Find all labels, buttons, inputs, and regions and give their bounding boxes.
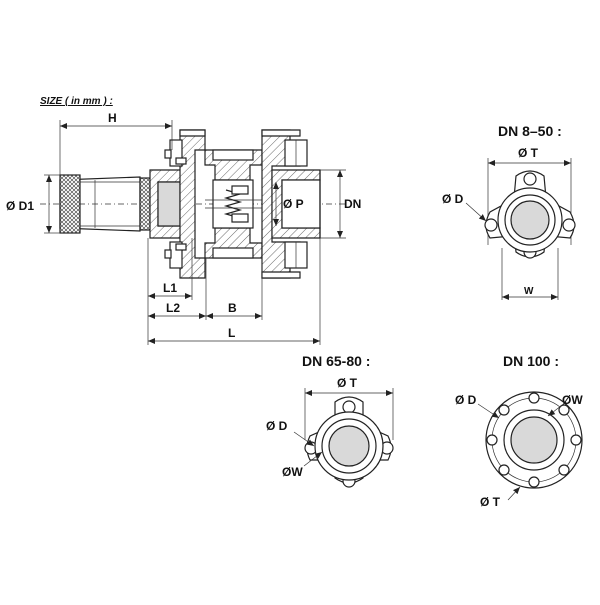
bolt-hole <box>342 400 356 414</box>
label-l: L <box>228 326 235 340</box>
label-d: Ø D <box>455 393 477 407</box>
bolt-hole <box>498 404 510 416</box>
bolt-head <box>175 157 187 165</box>
section-view: H Ø D1 Ø P DN L1 <box>6 111 361 345</box>
view-dn-100: DN 100 : Ø D ØW Ø T <box>455 353 583 509</box>
body-bore <box>328 425 370 467</box>
label-t: Ø T <box>518 146 539 160</box>
label-l1: L1 <box>163 281 177 295</box>
valve-body <box>204 149 263 259</box>
label-b: B <box>228 301 237 315</box>
view-dn-8-50: DN 8–50 : Ø T Ø D W <box>442 123 576 300</box>
label-d: Ø D <box>266 419 288 433</box>
view-dn-65-80: DN 65-80 : Ø T Ø D ØW <box>266 353 394 488</box>
bolt-hole <box>562 218 576 232</box>
label-w: ØW <box>282 465 303 479</box>
bolt-head <box>175 243 187 251</box>
bolt-hole <box>558 404 570 416</box>
label-d: Ø D <box>442 192 464 206</box>
dim-d1: Ø D1 <box>6 174 60 234</box>
body-bore <box>510 416 558 464</box>
label-t: Ø T <box>480 495 501 509</box>
bolt-hole <box>528 392 540 404</box>
view-title: DN 100 : <box>503 353 559 369</box>
right-socket <box>271 169 321 239</box>
bolt-hole <box>558 464 570 476</box>
dim-dn: DN <box>320 169 361 239</box>
bolt-hole <box>484 218 498 232</box>
label-w: ØW <box>562 393 583 407</box>
view-title: DN 8–50 : <box>498 123 562 139</box>
bolt-hole <box>498 464 510 476</box>
label-l2: L2 <box>166 301 180 315</box>
body-bore <box>510 200 550 240</box>
label-dn: DN <box>344 197 361 211</box>
dim-p: Ø P <box>273 182 304 226</box>
view-title: DN 65-80 : <box>302 353 370 369</box>
dim-l: L <box>148 326 320 344</box>
dim-h: H <box>59 111 173 175</box>
spring <box>223 189 243 219</box>
right-flange <box>261 129 308 279</box>
label-p: Ø P <box>283 197 304 211</box>
size-note: SIZE ( in mm ) : <box>40 96 113 107</box>
bolt-hole <box>523 172 537 186</box>
label-h: H <box>108 111 117 125</box>
bolt-hole <box>486 434 498 446</box>
dim-l1: L1 <box>148 281 192 299</box>
bolt-hole <box>570 434 582 446</box>
label-d1: Ø D1 <box>6 199 34 213</box>
label-w: W <box>524 286 534 297</box>
dim-b: B <box>206 301 262 319</box>
bolt-hole <box>528 476 540 488</box>
label-t: Ø T <box>337 376 358 390</box>
dim-l2: L2 <box>148 301 206 319</box>
